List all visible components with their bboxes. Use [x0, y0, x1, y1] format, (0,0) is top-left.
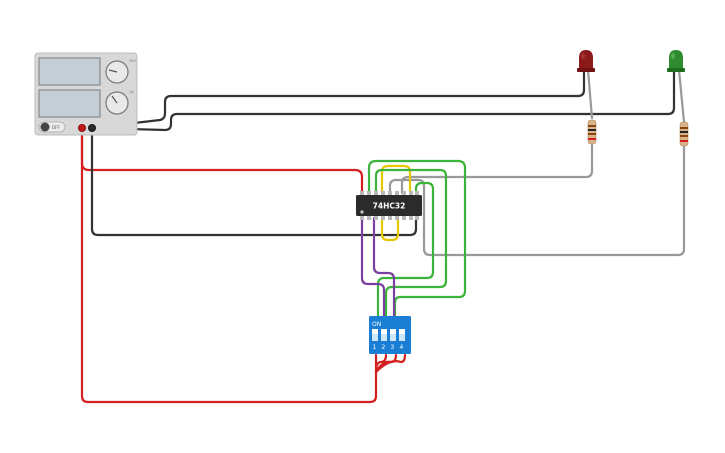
dip-toggle-2[interactable]: [381, 329, 387, 341]
negative-terminal[interactable]: [88, 124, 97, 133]
resistor-red-band-3: [588, 133, 596, 135]
wire-red-power[interactable]: [80, 126, 364, 195]
resistor-green-band-1: [680, 127, 688, 129]
ic-top-pins: [360, 191, 419, 196]
current-display: [38, 89, 101, 118]
power-switch-knob: [40, 122, 50, 132]
voltage-knob-indicator: [108, 69, 118, 73]
resistor-red-led[interactable]: [587, 119, 597, 145]
current-knob-indicator: [111, 95, 118, 104]
led-red-rim: [577, 68, 595, 72]
power-off-label: OFF: [52, 125, 60, 130]
led-green-body: [669, 50, 683, 70]
resistor-green-band-4: [680, 140, 688, 142]
wire-gray-led-green-leg[interactable]: [677, 68, 686, 124]
dip-toggle-3-knob: [390, 329, 396, 334]
wire-yellow-loop-bottom[interactable]: [380, 216, 400, 242]
resistor-green-band-2: [680, 131, 688, 133]
dip-on-label: ON: [372, 321, 381, 328]
dip-toggle-4-knob: [399, 329, 405, 334]
wire-gray-green-output[interactable]: [388, 143, 686, 257]
wire-purple-2[interactable]: [372, 216, 396, 320]
resistor-red-band-2: [588, 129, 596, 131]
wire-black-led-green[interactable]: [90, 70, 676, 132]
dip-number-3: 3: [391, 344, 395, 351]
wire-red-dip-4[interactable]: [374, 353, 407, 374]
dip-toggles: [372, 329, 405, 341]
resistor-green-band-3: [680, 135, 688, 137]
ic-bottom-pins: [360, 215, 419, 220]
led-green[interactable]: [667, 50, 685, 72]
dip-toggle-1[interactable]: [372, 329, 378, 341]
ic-74hc32[interactable]: 74HC32: [356, 191, 422, 220]
ic-pin1-marker: [360, 210, 364, 214]
led-red-shine: [581, 53, 585, 59]
wire-green-2[interactable]: [374, 168, 448, 320]
wire-purple-1[interactable]: [360, 216, 386, 320]
wire-gray-led-red-leg[interactable]: [586, 68, 594, 120]
ic-body: [356, 195, 422, 216]
resistor-green-led[interactable]: [679, 121, 689, 147]
dip-toggle-1-knob: [372, 329, 378, 334]
wire-green-3[interactable]: [376, 181, 435, 320]
resistor-red-body: [587, 119, 597, 145]
dip-toggle-3[interactable]: [390, 329, 396, 341]
voltage-display: [38, 57, 101, 86]
dip-toggle-2-knob: [381, 329, 387, 334]
knob-top-label: 10V: [129, 59, 136, 63]
wire-black-led-red[interactable]: [90, 70, 586, 130]
resistor-red-band-1: [588, 125, 596, 127]
knob-bottom-label: 1A: [129, 90, 134, 94]
wire-red-dip-2[interactable]: [374, 353, 388, 374]
dip-number-4: 4: [400, 344, 404, 351]
dip-number-1: 1: [373, 344, 377, 351]
dip-toggle-4[interactable]: [399, 329, 405, 341]
led-green-rim: [667, 68, 685, 72]
led-red-body: [579, 50, 593, 70]
ic-label: 74HC32: [373, 202, 406, 211]
wire-green-1[interactable]: [367, 159, 467, 320]
resistor-green-body: [679, 121, 689, 147]
wire-red-dip[interactable]: [80, 126, 378, 404]
dip-switch[interactable]: ON 1 2 3 4: [369, 316, 411, 354]
resistor-red-band-4: [588, 138, 596, 140]
led-red[interactable]: [577, 50, 595, 72]
led-green-shine: [671, 53, 675, 59]
dip-number-2: 2: [382, 344, 386, 351]
wires: [80, 68, 686, 404]
positive-terminal[interactable]: [78, 124, 87, 133]
wire-black-ground-ic[interactable]: [90, 126, 418, 237]
power-supply[interactable]: 10V 1A OFF: [34, 52, 138, 136]
